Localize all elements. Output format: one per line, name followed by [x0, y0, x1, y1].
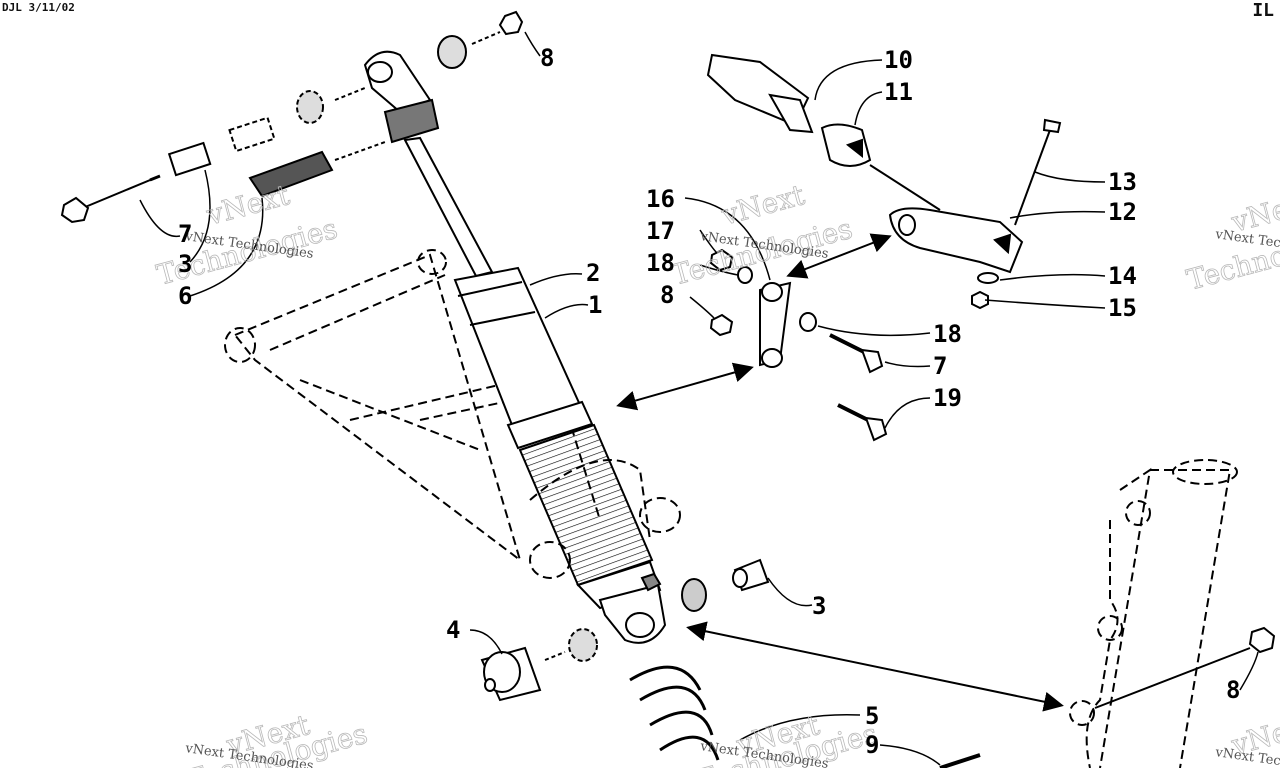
callout-12: 12: [1108, 198, 1137, 226]
callout-5: 5: [865, 702, 879, 730]
callout-labels: 8 10 11 13 12 16 17 18 8 2 1 14 15 18 7 …: [178, 44, 1240, 759]
watermark-2-line1: vNext: [717, 178, 808, 232]
stabilizer-arm-assembly: [706, 53, 1062, 310]
callout-3-right: 3: [812, 592, 826, 620]
callout-1: 1: [588, 291, 602, 319]
callout-19: 19: [933, 384, 962, 412]
callout-15: 15: [1108, 294, 1137, 322]
callout-8-top: 8: [540, 44, 554, 72]
callout-8-mid: 8: [660, 281, 674, 309]
lower-mount-hardware: [480, 558, 1276, 768]
callout-7-right: 7: [933, 352, 947, 380]
callout-8-bottom: 8: [1226, 676, 1240, 704]
callout-10: 10: [884, 46, 913, 74]
callout-2: 2: [586, 259, 600, 287]
callout-6: 6: [178, 282, 192, 310]
watermark-1-line1: vNext: [202, 178, 293, 232]
assembly-arrows: [616, 233, 1064, 712]
callout-14: 14: [1108, 262, 1137, 290]
upper-mount-hardware: [60, 10, 524, 224]
callout-13: 13: [1108, 168, 1137, 196]
a-arm-frame: [224, 249, 681, 579]
callout-18-left: 18: [646, 249, 675, 277]
callout-9: 9: [865, 731, 879, 759]
drawing-date-label: DJL 3/11/02: [2, 1, 75, 14]
callout-3-left: 3: [178, 250, 192, 278]
page-code-label: IL: [1252, 0, 1274, 21]
spindle-housing: [1069, 459, 1238, 768]
shock-absorber: [363, 50, 720, 761]
callout-11: 11: [884, 78, 913, 106]
callout-7-left: 7: [178, 220, 192, 248]
callout-18-right: 18: [933, 320, 962, 348]
callout-leaders: [139, 31, 1259, 766]
callout-17: 17: [646, 217, 675, 245]
stabilizer-link: [709, 248, 888, 442]
callout-16: 16: [646, 185, 675, 213]
callout-4: 4: [446, 616, 460, 644]
